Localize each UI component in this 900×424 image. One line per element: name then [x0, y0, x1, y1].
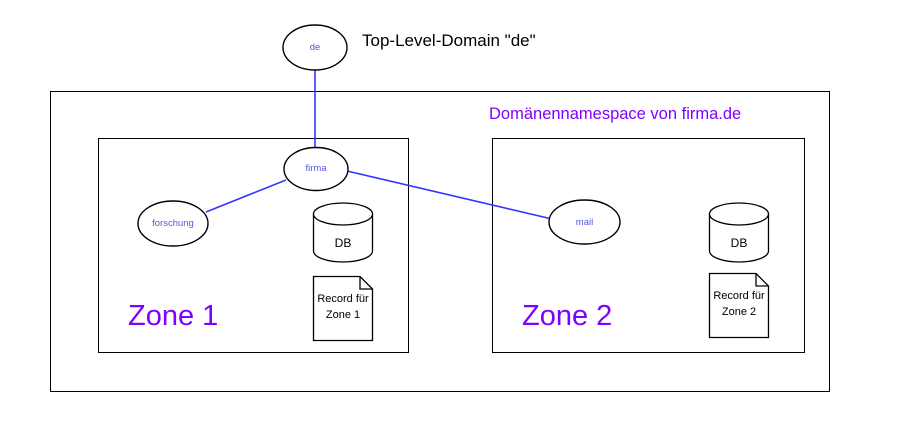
zone2-database-cylinder[interactable] [708, 202, 770, 263]
edge-firma-mail [346, 170, 553, 220]
zone2-box [492, 138, 805, 353]
edge-firma-forschung [205, 179, 287, 213]
node-firma-ellipse[interactable] [283, 146, 349, 192]
top-level-domain-caption: Top-Level-Domain "de" [362, 31, 536, 50]
node-mail-ellipse[interactable] [548, 199, 621, 245]
zone2-label: Zone 2 [522, 300, 613, 332]
node-forschung-ellipse[interactable] [137, 200, 209, 247]
zone1-record-document[interactable] [312, 275, 374, 342]
zone1-box [98, 138, 409, 353]
node-de-ellipse[interactable] [282, 24, 348, 71]
zone1-database-cylinder[interactable] [312, 202, 374, 263]
zone1-label: Zone 1 [128, 300, 219, 332]
zone2-record-document[interactable] [708, 272, 770, 339]
namespace-caption: Domänennamespace von firma.de [489, 105, 742, 123]
namespace-box [50, 91, 830, 392]
